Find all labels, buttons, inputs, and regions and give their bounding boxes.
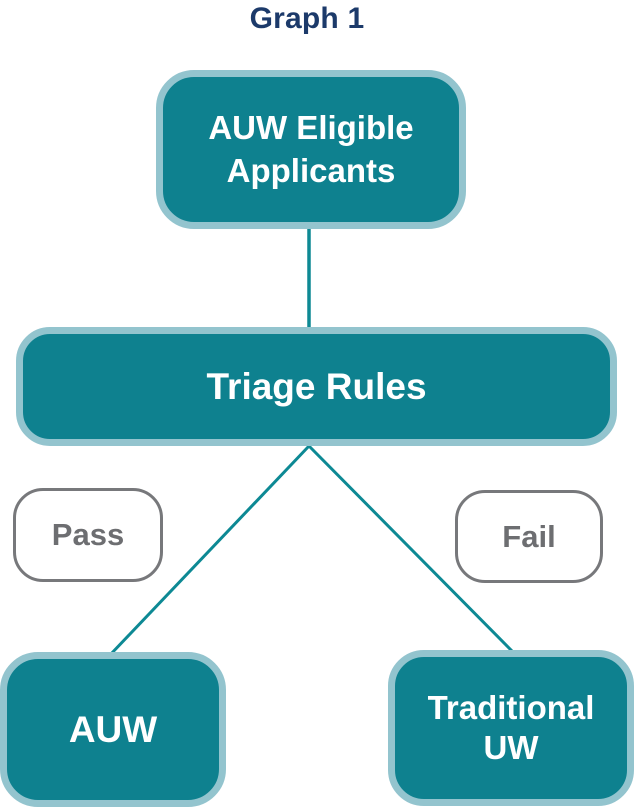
node-auw: AUW [0,652,226,807]
edge-label-fail-text: Fail [502,518,556,554]
diagram-title: Graph 1 [249,2,365,35]
edge-label-pass-text: Pass [51,517,125,552]
node-auw-label: AUW [68,708,158,750]
node-auw-eligible-applicants: AUW Eligible Applicants [156,70,466,229]
node-traditional-uw-label: Traditional UW [427,688,595,766]
node-traditional-uw: Traditional UW [388,650,634,806]
node-triage-rules: Triage Rules [16,327,617,446]
edge-label-pass: Pass [13,488,163,582]
node-auw-eligible-applicants-label: AUW Eligible Applicants [208,108,414,189]
edge-label-fail: Fail [455,490,603,583]
node-triage-rules-label: Triage Rules [206,365,427,407]
